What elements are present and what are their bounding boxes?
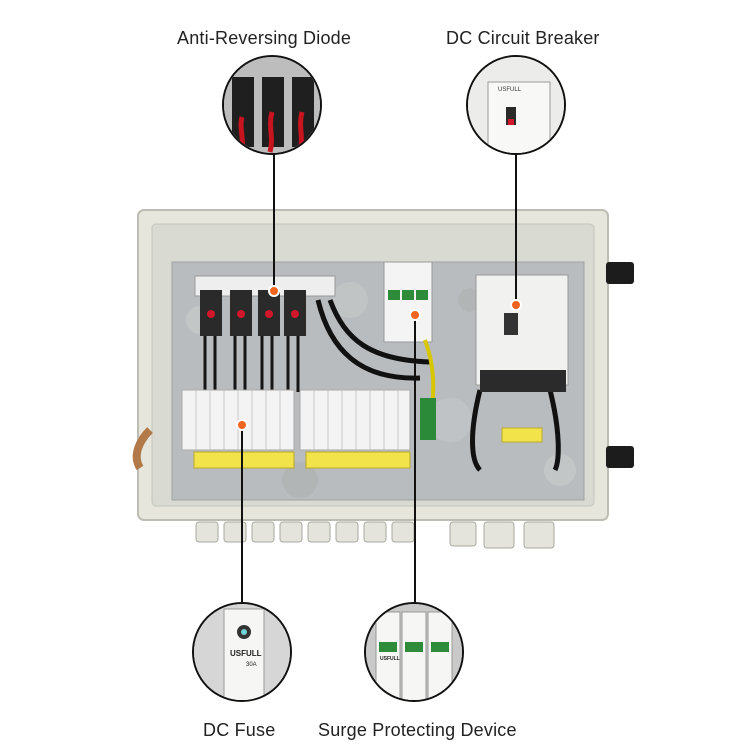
main-cables (315, 299, 561, 472)
marker-spd (409, 309, 421, 321)
ground-terminal (420, 398, 436, 440)
fuse-row-right (299, 389, 411, 469)
ground-strap (132, 427, 153, 471)
cable-glands (195, 521, 555, 549)
label-surge-protecting-device: Surge Protecting Device (318, 720, 517, 740)
marker-breaker (510, 299, 522, 311)
marker-fuse (236, 419, 248, 431)
label-dc-circuit-breaker: DC Circuit Breaker (446, 28, 600, 48)
label-dc-fuse: DC Fuse (203, 720, 276, 740)
surge-protector (383, 261, 433, 343)
fuse-rating-text: 30A (246, 662, 257, 668)
dc-breaker (475, 274, 569, 392)
fuse-brand-text: USFULL (230, 649, 262, 658)
latch-top (606, 262, 634, 284)
leader-line-fuse (241, 425, 243, 605)
breaker-brand-text: USFULL (498, 87, 522, 93)
breaker-warning-label (501, 427, 543, 443)
diodes (200, 290, 306, 336)
latch-bottom (606, 446, 634, 468)
magnifier-surge-protecting-device: USFULL (364, 602, 464, 702)
leader-line-spd (414, 313, 416, 605)
magnifier-anti-reversing-diode (222, 55, 322, 155)
diode-wires (203, 336, 300, 392)
marker-diode (268, 285, 280, 297)
magnifier-dc-fuse: USFULL 30A (192, 602, 292, 702)
label-anti-reversing-diode: Anti-Reversing Diode (177, 28, 352, 48)
magnifier-dc-circuit-breaker: USFULL (466, 55, 566, 155)
leader-line-diode (273, 150, 275, 290)
leader-line-breaker (515, 150, 517, 305)
spd-brand-text: USFULL (380, 656, 400, 662)
